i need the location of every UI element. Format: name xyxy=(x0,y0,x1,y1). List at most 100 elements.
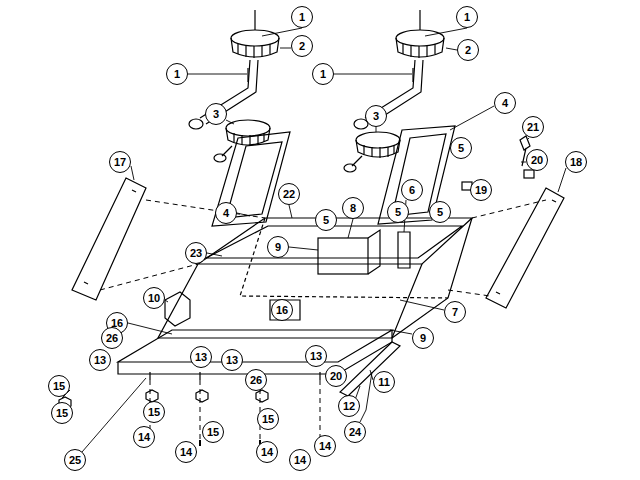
leader xyxy=(390,330,412,334)
dash-line xyxy=(146,200,265,218)
dash-line xyxy=(472,200,546,218)
frame-opening xyxy=(206,226,462,258)
callout-number: 2 xyxy=(291,35,313,57)
callout-number: 6 xyxy=(401,179,423,201)
callout-number: 5 xyxy=(450,137,472,159)
leader xyxy=(289,247,318,250)
leader xyxy=(400,300,444,310)
side-panel xyxy=(72,178,146,300)
callout-number: 20 xyxy=(325,365,347,387)
valve-box xyxy=(318,238,368,274)
bezel xyxy=(524,170,534,178)
callout-number: 20 xyxy=(526,149,548,171)
leader xyxy=(450,106,494,130)
callout-number: 14 xyxy=(314,435,336,457)
side-panels xyxy=(72,178,564,308)
assembly-lines xyxy=(100,200,546,440)
callout-number: 1 xyxy=(166,63,188,85)
burner-ports xyxy=(403,44,435,58)
callout-number: 1 xyxy=(312,63,334,85)
callout-number: 7 xyxy=(444,301,466,323)
callout-number: 4 xyxy=(215,202,237,224)
callout-number: 10 xyxy=(143,287,165,309)
callout-number: 25 xyxy=(64,449,86,471)
leader xyxy=(262,28,302,36)
callout-number: 15 xyxy=(48,375,70,397)
burner-body xyxy=(356,140,400,157)
bracket xyxy=(398,232,410,268)
callout-number: 5 xyxy=(315,209,337,231)
callout-number: 26 xyxy=(101,327,123,349)
bottom-plate xyxy=(118,330,392,362)
leader xyxy=(376,127,377,132)
callout-number: 13 xyxy=(190,346,212,368)
callout-number: 19 xyxy=(470,179,492,201)
leader xyxy=(188,74,247,75)
frame xyxy=(158,218,472,338)
callout-number: 18 xyxy=(565,151,587,173)
callout-number: 9 xyxy=(412,327,434,349)
burner-pins xyxy=(248,10,420,82)
callout-number: 13 xyxy=(221,349,243,371)
leader xyxy=(207,253,222,256)
slide xyxy=(212,132,290,226)
callout-number: 15 xyxy=(51,402,73,424)
bottom-plate-edge xyxy=(118,330,392,374)
bracket xyxy=(270,300,300,320)
leader xyxy=(131,166,134,180)
side-rail xyxy=(340,342,400,396)
screw xyxy=(150,430,320,446)
burner-body xyxy=(396,38,444,57)
callout-number: 1 xyxy=(456,6,478,28)
callout-number: 17 xyxy=(109,151,131,173)
leader xyxy=(226,120,234,124)
dash-line xyxy=(150,380,320,440)
callout-number: 23 xyxy=(185,242,207,264)
hardware xyxy=(59,136,534,446)
callout-number: 13 xyxy=(305,345,327,367)
callout-number: 5 xyxy=(387,201,409,223)
dash-line xyxy=(100,264,198,290)
leader-lines xyxy=(62,28,566,452)
burner-ports xyxy=(364,145,394,158)
callout-number: 5 xyxy=(429,201,451,223)
dash-line xyxy=(448,290,490,296)
leader xyxy=(280,48,291,49)
burner-cap xyxy=(396,30,444,46)
panel-holes xyxy=(496,200,556,294)
leader xyxy=(289,205,292,218)
leader xyxy=(348,219,353,238)
side-panel xyxy=(486,188,564,308)
callout-number: 15 xyxy=(143,401,165,423)
burner-tube xyxy=(200,60,258,124)
leader xyxy=(425,28,467,36)
tube-end xyxy=(189,119,203,129)
leader xyxy=(558,168,566,192)
burner-cap xyxy=(231,30,279,46)
callout-number: 3 xyxy=(205,103,227,125)
callout-number: 14 xyxy=(175,441,197,463)
leader xyxy=(446,48,457,50)
callout-number: 13 xyxy=(89,349,111,371)
callout-number: 11 xyxy=(373,371,395,393)
callout-number: 3 xyxy=(365,105,387,127)
callout-number: 24 xyxy=(344,421,366,443)
callout-number: 1 xyxy=(291,6,313,28)
valve-box-side xyxy=(368,230,380,274)
nut xyxy=(256,390,268,402)
burner-ports xyxy=(238,44,270,58)
callout-number: 4 xyxy=(494,92,516,114)
leader xyxy=(527,138,529,140)
panel-holes xyxy=(84,190,136,284)
tube-end xyxy=(214,154,226,162)
tube-end xyxy=(344,164,356,172)
callout-number: 9 xyxy=(267,236,289,258)
callout-number: 14 xyxy=(133,426,155,448)
frame-front xyxy=(158,264,422,338)
callout-number: 8 xyxy=(342,197,364,219)
leader xyxy=(237,213,250,216)
leader xyxy=(360,372,372,422)
leader xyxy=(334,74,412,75)
switch xyxy=(165,292,190,326)
